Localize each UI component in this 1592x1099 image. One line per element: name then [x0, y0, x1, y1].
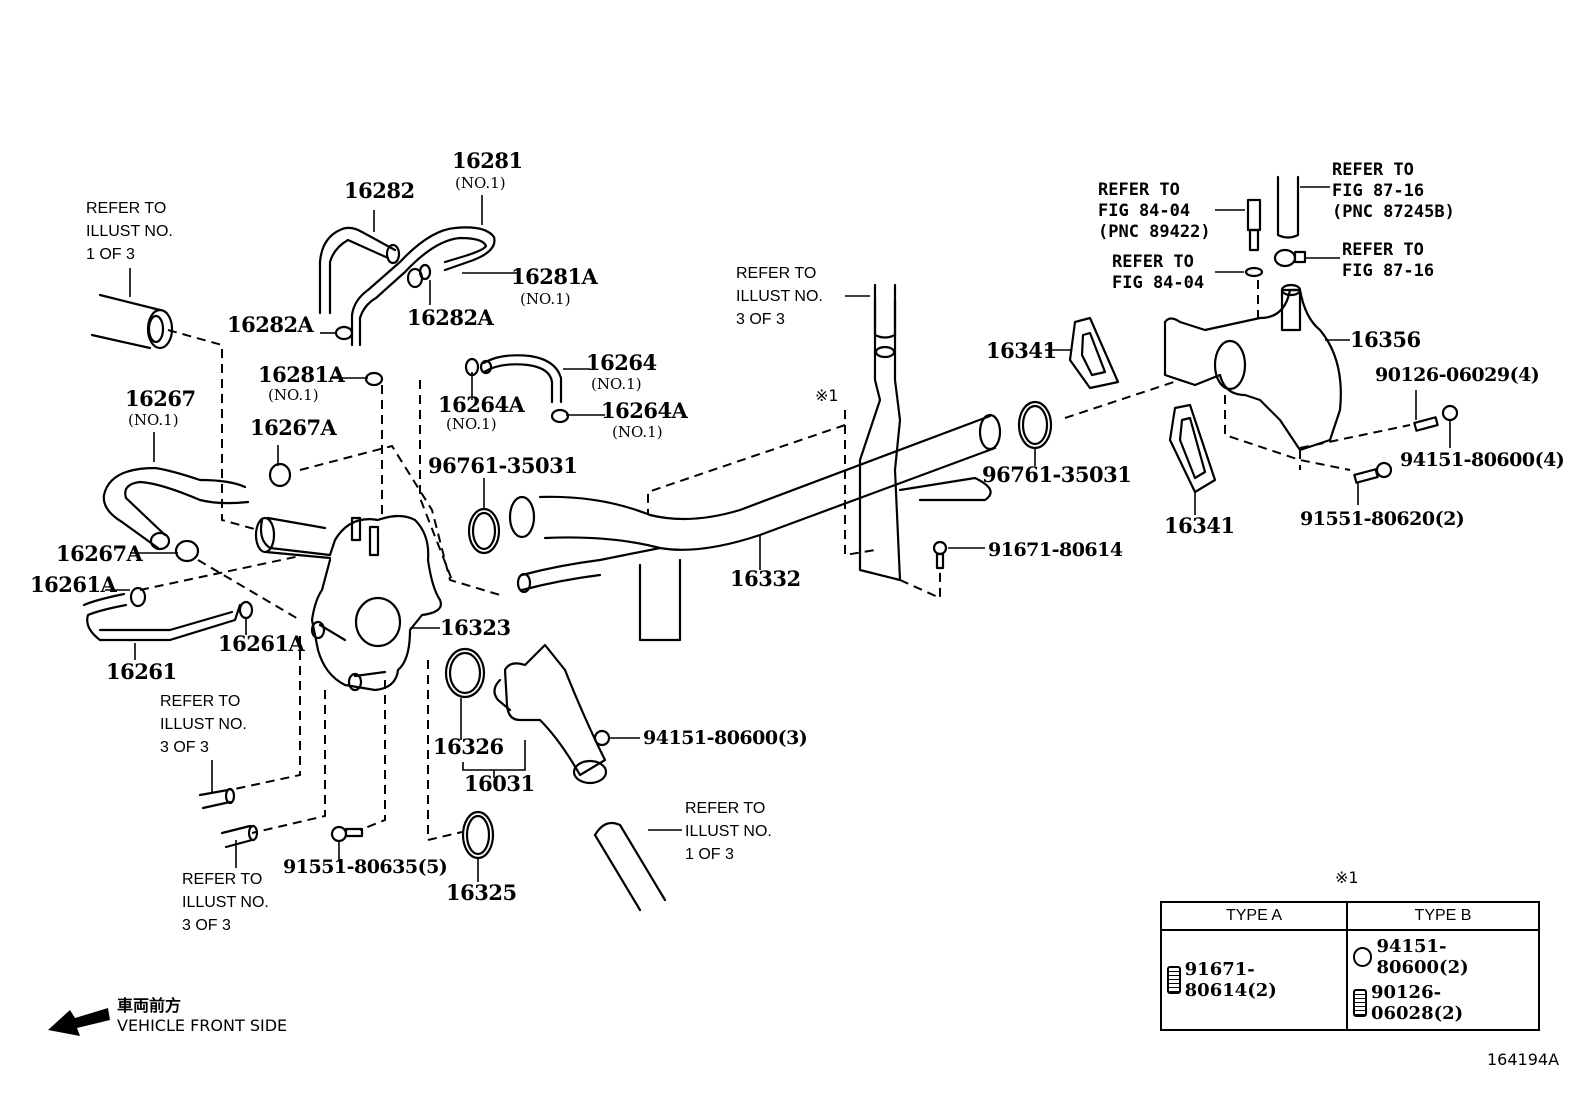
- clamp-16282A[interactable]: [406, 263, 432, 289]
- label-16267A-top[interactable]: 16267A: [250, 415, 337, 440]
- flange-bolt-icon: [1167, 966, 1181, 994]
- label-94151-80600-4[interactable]: 94151-80600(4): [1400, 449, 1565, 471]
- stud-90126-06029[interactable]: [1413, 416, 1439, 432]
- bolt-91551-80620[interactable]: [1353, 461, 1393, 484]
- label-16332[interactable]: 16332: [730, 566, 801, 591]
- label-91551-80620-2[interactable]: 91551-80620(2): [1300, 508, 1465, 530]
- label-16281A-mid-sub: (NO.1): [268, 386, 319, 404]
- label-16281-sub: (NO.1): [455, 174, 506, 192]
- pipe-refer-illust-1: [90, 293, 174, 350]
- gasket-16325[interactable]: [461, 810, 495, 860]
- type-a-header: TYPE A: [1160, 901, 1348, 931]
- nut-icon: [1353, 947, 1373, 967]
- label-16264A-right[interactable]: 16264A: [601, 398, 688, 423]
- ref-fig-87-16-pnc: REFER TO FIG 87-16 (PNC 87245B): [1332, 160, 1455, 222]
- label-16341-bottom[interactable]: 16341: [1164, 513, 1235, 538]
- label-16326[interactable]: 16326: [433, 734, 504, 759]
- water-pipe-16332[interactable]: [508, 298, 1002, 642]
- label-16031[interactable]: 16031: [464, 771, 535, 796]
- label-16282A-left[interactable]: 16282A: [227, 312, 314, 337]
- hose-16264[interactable]: [464, 354, 570, 424]
- label-16267A-left[interactable]: 16267A: [56, 541, 143, 566]
- nut-94151-80600-4[interactable]: [1441, 404, 1459, 422]
- sensor-pnc-89422: [1244, 198, 1264, 278]
- type-a-cell: 91671-80614(2): [1160, 929, 1348, 1031]
- ref-fig-84-04: REFER TO FIG 84-04: [1112, 252, 1205, 293]
- type-b-part-row-2[interactable]: 90126-06028(2): [1353, 982, 1533, 1024]
- ref-fig-84-04-pnc: REFER TO FIG 84-04 (PNC 89422): [1098, 180, 1211, 242]
- gasket-96761-35031-right[interactable]: [1017, 400, 1053, 450]
- label-16264A-left-sub: (NO.1): [446, 415, 497, 433]
- label-16261A-right[interactable]: 16261A: [218, 631, 305, 656]
- bolt-91671-80614[interactable]: [932, 540, 948, 570]
- direction-label-en: VEHICLE FRONT SIDE: [117, 1016, 288, 1035]
- gasket-16326[interactable]: [444, 647, 486, 699]
- nut-94151-80600-3[interactable]: [593, 729, 611, 747]
- bolt-91551-80635[interactable]: [330, 825, 364, 843]
- stud-bolt-icon: [1353, 989, 1367, 1017]
- pipe-refer-illust-3: [873, 283, 897, 339]
- arrow-left-icon: [48, 1008, 110, 1036]
- label-16281A-top[interactable]: 16281A: [511, 264, 598, 289]
- label-96761-35031-right[interactable]: 96761-35031: [982, 462, 1132, 487]
- figure-id: 164194A: [1487, 1050, 1560, 1069]
- type-table-mark: ※1: [1335, 868, 1359, 887]
- label-16264A-left[interactable]: 16264A: [438, 392, 525, 417]
- type-a-part-row[interactable]: 91671-80614(2): [1167, 959, 1341, 1001]
- label-91551-80635-5[interactable]: 91551-80635(5): [283, 856, 448, 878]
- label-94151-80600-3[interactable]: 94151-80600(3): [643, 727, 808, 749]
- label-16261[interactable]: 16261: [106, 659, 177, 684]
- gasket-16341-top[interactable]: [1068, 316, 1120, 390]
- label-16281A-top-sub: (NO.1): [520, 290, 571, 308]
- clamp-16281A[interactable]: [364, 371, 384, 387]
- water-outlet-16356[interactable]: [1163, 283, 1342, 452]
- type-a-part: 91671-80614(2): [1184, 959, 1277, 1001]
- label-16264[interactable]: 16264: [586, 350, 657, 375]
- label-16264-sub: (NO.1): [591, 375, 642, 393]
- ref-fig-87-16: REFER TO FIG 87-16: [1342, 240, 1435, 281]
- hose-16282[interactable]: [318, 226, 401, 315]
- gasket-16341-bottom[interactable]: [1168, 403, 1217, 494]
- ref-illust-1-top: REFER TO ILLUST NO. 1 OF 3: [86, 200, 173, 263]
- thermostat-housing-16031[interactable]: [493, 643, 608, 785]
- type-variant-table: TYPE A TYPE B 91671-80614(2) 94151-80600…: [1160, 901, 1540, 1031]
- label-16282[interactable]: 16282: [344, 178, 415, 203]
- label-16356[interactable]: 16356: [1350, 327, 1421, 352]
- label-16323[interactable]: 16323: [440, 615, 511, 640]
- pipe-refer-illust-3-a: [198, 787, 236, 810]
- type-b-part-1: 94151-80600(2): [1376, 936, 1469, 978]
- label-96761-35031-left[interactable]: 96761-35031: [428, 453, 578, 478]
- hose-16261[interactable]: [82, 586, 254, 642]
- label-16261A-left[interactable]: 16261A: [30, 572, 117, 597]
- ref-illust-1-bottom: REFER TO ILLUST NO. 1 OF 3: [685, 800, 772, 863]
- label-16267[interactable]: 16267: [125, 386, 196, 411]
- label-90126-06029-4[interactable]: 90126-06029(4): [1375, 364, 1540, 386]
- ref-illust-3-mid: REFER TO ILLUST NO. 3 OF 3: [736, 265, 823, 328]
- label-16282A-right[interactable]: 16282A: [407, 305, 494, 330]
- type-b-cell: 94151-80600(2) 90126-06028(2): [1346, 929, 1540, 1031]
- label-16267-sub: (NO.1): [128, 411, 179, 429]
- label-16264A-right-sub: (NO.1): [612, 423, 663, 441]
- hose-16281[interactable]: [350, 226, 496, 347]
- gasket-96761-35031-left[interactable]: [467, 507, 501, 555]
- type-b-header: TYPE B: [1346, 901, 1540, 931]
- ref-illust-3-left-b: REFER TO ILLUST NO. 3 OF 3: [182, 871, 269, 934]
- label-16325[interactable]: 16325: [446, 880, 517, 905]
- pipe-refer-illust-3-b: [220, 824, 259, 849]
- hose-pnc-87245B: [1276, 175, 1300, 239]
- type-b-part-row-1[interactable]: 94151-80600(2): [1353, 936, 1533, 978]
- label-16281[interactable]: 16281: [452, 148, 523, 173]
- direction-label-jp: 車両前方: [117, 996, 182, 1015]
- note-mark-1: ※1: [815, 386, 839, 405]
- pipe-refer-illust-1-bottom: [593, 821, 667, 912]
- label-16341-top[interactable]: 16341: [986, 338, 1057, 363]
- clamp-16282A-left[interactable]: [320, 325, 354, 341]
- type-b-part-2: 90126-06028(2): [1370, 982, 1464, 1024]
- cap-fig-87-16: [1273, 248, 1307, 268]
- ref-illust-3-left-a: REFER TO ILLUST NO. 3 OF 3: [160, 693, 247, 756]
- water-inlet-housing-16323[interactable]: [254, 514, 442, 692]
- label-91671-80614[interactable]: 91671-80614: [988, 539, 1123, 561]
- label-16281A-mid[interactable]: 16281A: [258, 362, 345, 387]
